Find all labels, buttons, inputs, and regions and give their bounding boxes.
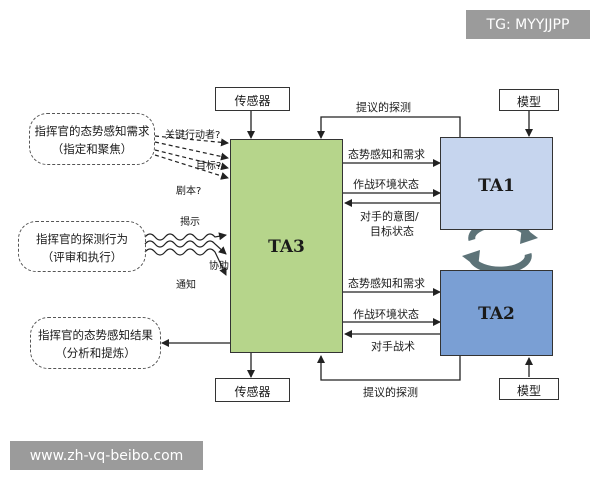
ta2-env-label: 作战环境状态	[353, 308, 419, 321]
key-actor-arrow	[154, 135, 229, 147]
ta1-env-label: 作战环境状态	[353, 178, 419, 191]
ta1-probe-label: 提议的探测	[356, 101, 411, 114]
ta3-block: TA3	[230, 139, 343, 353]
commander-needs-box: 指挥官的态势感知需求 （指定和聚焦）	[29, 113, 155, 165]
ta2-block: TA2	[440, 270, 553, 356]
ta1-intent-label-2: 目标状态	[370, 225, 414, 238]
ta1-block: TA1	[440, 137, 553, 230]
goal-label: 目标?	[196, 161, 222, 172]
reveal-label: 揭示	[180, 217, 200, 228]
sensor-bottom-label: 传感器	[234, 385, 271, 399]
cycle-arrowhead-bottom	[462, 250, 480, 268]
cycle-arrowhead-top	[520, 226, 538, 244]
ta1-probe-arrow	[317, 116, 461, 139]
commander-behavior-box: 指挥官的探测行为 （评审和执行）	[18, 221, 146, 272]
model-top-label: 模型	[516, 95, 541, 109]
ta2-probe-arrow	[317, 355, 461, 381]
goal-arrow	[154, 141, 229, 161]
notify-label: 通知	[176, 280, 196, 291]
script-arrow	[154, 149, 229, 171]
key-actor-label: 关键行动者?	[165, 130, 221, 141]
model-bottom-box: 模型	[499, 378, 559, 400]
reveal-arrow	[144, 232, 227, 241]
commander-results-box: 指挥官的态势感知结果 （分析和提炼）	[30, 317, 161, 369]
model-bottom-label: 模型	[516, 384, 541, 398]
commander-needs-sub: （指定和聚焦）	[51, 142, 133, 156]
watermark-bottom-left: www.zh-vq-beibo.com	[10, 441, 203, 470]
sensor-top-label: 传感器	[234, 94, 271, 108]
sensor-bottom-box: 传感器	[215, 378, 290, 402]
cycle-arrow-bottom	[468, 253, 532, 274]
ta2-tactics-label: 对手战术	[371, 340, 415, 353]
needs-extra-arrow	[154, 154, 229, 180]
assist-arrow	[144, 240, 227, 255]
ta2-label: TA2	[478, 304, 515, 324]
commander-results-title: 指挥官的态势感知结果	[38, 328, 153, 342]
sensor-top-box: 传感器	[215, 87, 290, 111]
ta2-probe-label: 提议的探测	[363, 386, 418, 399]
ta2-needs-label: 态势感知和需求	[348, 277, 425, 290]
assist-label: 协助	[209, 261, 229, 272]
commander-results-sub: （分析和提炼）	[55, 346, 136, 360]
watermark-top-right: TG: MYYJJPP	[466, 10, 590, 39]
ta1-intent-label-1: 对手的意图/	[360, 210, 419, 223]
commander-behavior-sub: （评审和执行）	[41, 250, 123, 264]
commander-behavior-title: 指挥官的探测行为	[36, 232, 128, 246]
ta1-label: TA1	[478, 176, 515, 196]
commander-needs-title: 指挥官的态势感知需求	[34, 124, 150, 138]
notify-arrow	[144, 248, 227, 276]
ta3-label: TA3	[268, 237, 305, 257]
model-top-box: 模型	[499, 89, 559, 111]
ta1-needs-label: 态势感知和需求	[348, 148, 425, 161]
script-label: 剧本?	[176, 186, 202, 197]
